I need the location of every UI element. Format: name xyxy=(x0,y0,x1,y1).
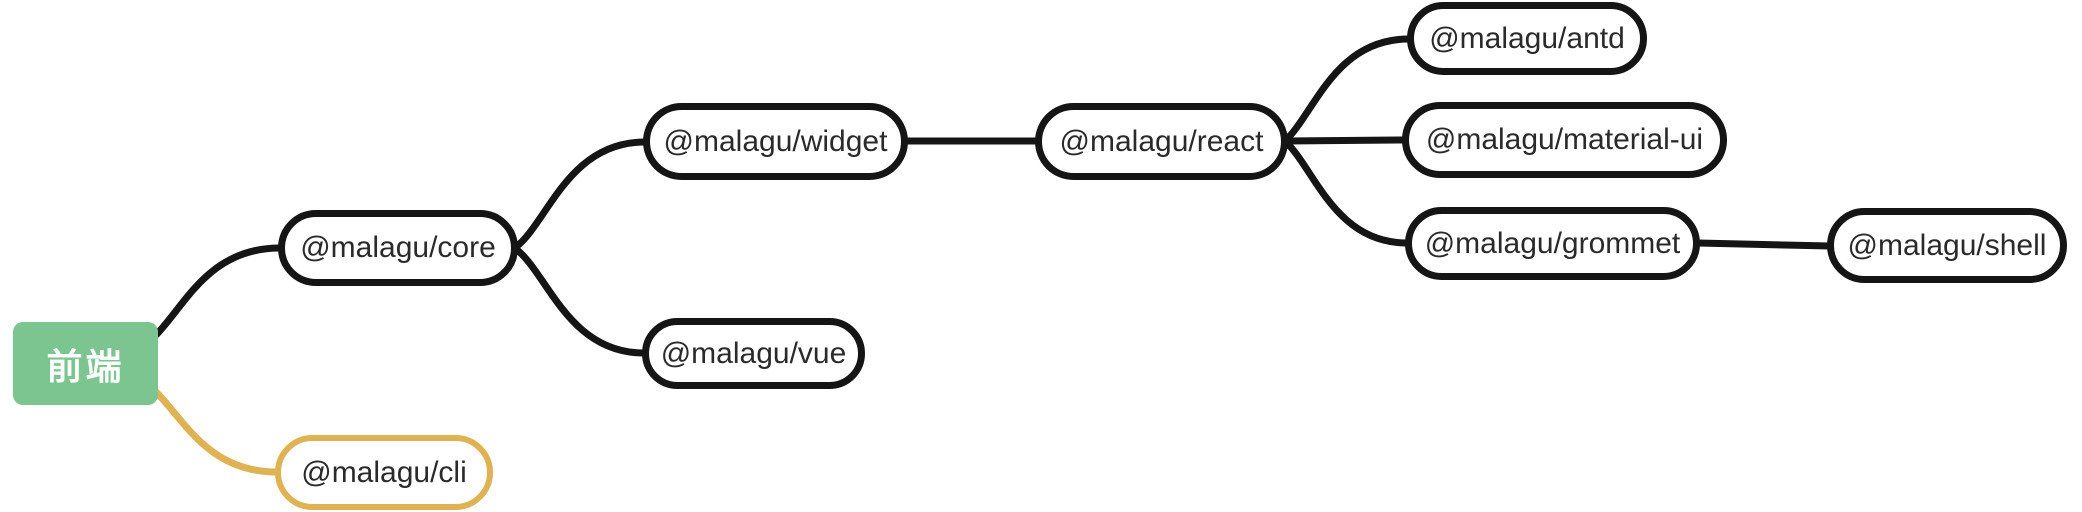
node-malagu-react[interactable]: @malagu/react xyxy=(1035,103,1288,180)
edge-core-vue xyxy=(512,245,648,357)
node-malagu-vue[interactable]: @malagu/vue xyxy=(642,318,865,389)
node-label: @malagu/react xyxy=(1059,124,1264,158)
node-malagu-shell[interactable]: @malagu/shell xyxy=(1827,208,2067,283)
node-label: @malagu/shell xyxy=(1847,228,2047,262)
node-label: @malagu/material-ui xyxy=(1425,123,1704,156)
node-malagu-core[interactable]: @malagu/core xyxy=(278,210,518,286)
node-malagu-antd[interactable]: @malagu/antd xyxy=(1407,2,1647,75)
edge-react-material-ui xyxy=(1282,136,1408,145)
edge-root-cli xyxy=(148,384,281,476)
node-label: @malagu/core xyxy=(300,231,496,264)
node-label: @malagu/antd xyxy=(1429,21,1625,55)
node-label: 前端 xyxy=(46,345,125,387)
node-label: @malagu/vue xyxy=(660,336,847,370)
edge-core-widget xyxy=(512,138,649,251)
node-label: @malagu/grommet xyxy=(1424,226,1681,260)
node-malagu-grommet[interactable]: @malagu/grommet xyxy=(1405,207,1700,280)
edge-grommet-shell xyxy=(1694,239,1834,250)
node-malagu-widget[interactable]: @malagu/widget xyxy=(643,103,908,180)
node-label: @malagu/widget xyxy=(663,124,888,158)
node-label: @malagu/cli xyxy=(301,455,467,489)
node-root[interactable]: 前端 xyxy=(13,322,158,405)
edge-react-antd xyxy=(1282,35,1413,144)
edge-react-grommet xyxy=(1282,138,1411,247)
node-malagu-material-ui[interactable]: @malagu/material-ui xyxy=(1402,102,1727,178)
edge-root-core xyxy=(151,244,284,340)
node-malagu-cli[interactable]: @malagu/cli xyxy=(275,435,493,510)
